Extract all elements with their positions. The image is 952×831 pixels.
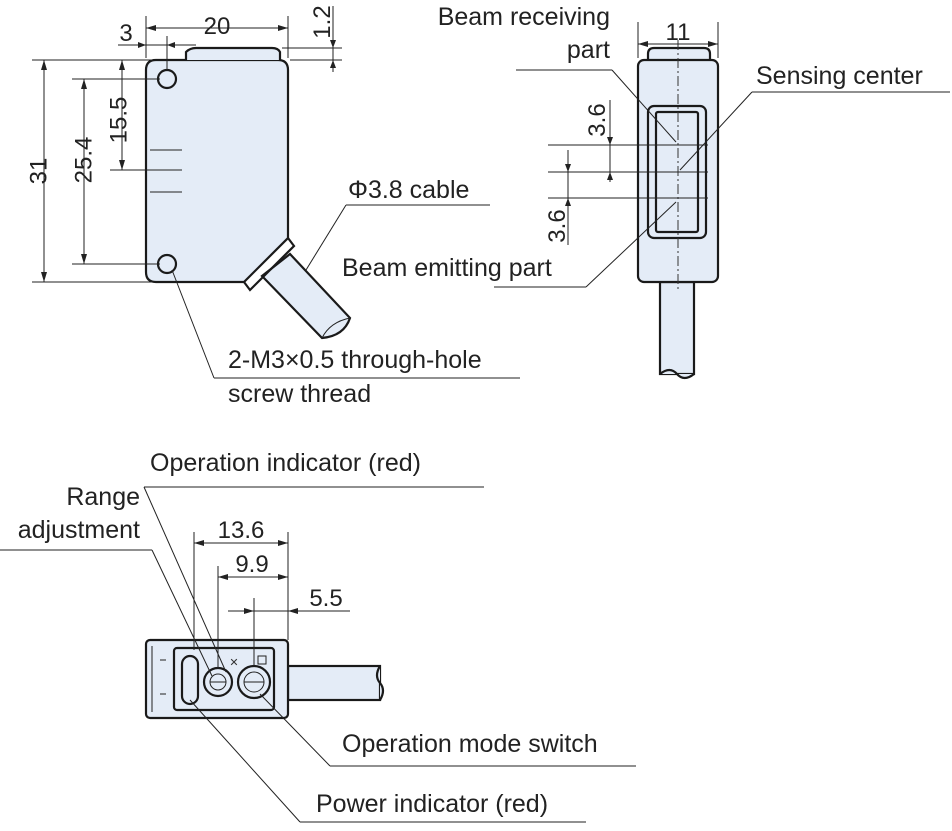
- dim-side-lower: 3.6: [544, 150, 571, 245]
- dim-front-offset: 3: [118, 20, 196, 70]
- callout-operation-indicator: Operation indicator (red): [143, 449, 484, 673]
- dim-label-3: 3: [119, 20, 132, 47]
- dim-label-5-5: 5.5: [309, 585, 342, 612]
- label-emitting: Beam emitting part: [342, 254, 552, 282]
- dim-label-3-6-upper: 3.6: [584, 103, 611, 136]
- dim-label-25-4: 25.4: [70, 137, 97, 184]
- label-operation-indicator: Operation indicator (red): [150, 449, 421, 477]
- label-range-line2: adjustment: [18, 516, 140, 544]
- dim-front-top-step: 1.2: [282, 5, 342, 72]
- label-range-line1: Range: [66, 483, 140, 511]
- dim-top-c: 5.5: [228, 585, 350, 666]
- top-cable: [286, 664, 385, 702]
- dim-label-15-5: 15.5: [105, 97, 132, 144]
- front-cable: [260, 252, 352, 340]
- dim-label-20: 20: [204, 13, 231, 40]
- cable-boot: [243, 237, 296, 292]
- label-receiving-line1: Beam receiving: [438, 3, 610, 31]
- front-top-bump: [184, 46, 282, 60]
- front-sensor-body: [144, 58, 290, 284]
- top-view: ✕ 13.6 9.9 5.5: [0, 449, 636, 823]
- dim-front-width: 20: [145, 13, 289, 58]
- dim-top-a: 13.6: [193, 517, 289, 650]
- callout-holes: 2-M3×0.5 through-hole screw thread: [171, 269, 520, 408]
- label-power-indicator: Power indicator (red): [316, 790, 548, 818]
- callout-receiving: Beam receiving part: [438, 3, 677, 143]
- label-holes-line2: screw thread: [228, 380, 371, 408]
- dim-label-1-2: 1.2: [309, 5, 336, 38]
- side-view: 11 3.6 3.6 Beam receiving part Sensing c: [342, 3, 950, 380]
- dim-front-height: 31: [25, 59, 152, 283]
- label-receiving-line2: part: [567, 36, 610, 64]
- dim-front-center: 15.5: [105, 60, 150, 171]
- dim-label-3-6-lower: 3.6: [544, 209, 571, 242]
- dim-label-11: 11: [666, 19, 691, 46]
- control-panel: [172, 646, 276, 712]
- front-view: 20 3 1.2 31: [25, 5, 520, 408]
- panel-mark-x: ✕: [229, 656, 238, 669]
- label-cable: Φ3.8 cable: [348, 176, 469, 204]
- callout-mode-switch: Operation mode switch: [259, 693, 636, 767]
- dim-label-9-9: 9.9: [235, 551, 268, 578]
- dim-label-31: 31: [25, 158, 52, 185]
- side-cable: [658, 280, 696, 380]
- callout-emitting: Beam emitting part: [342, 201, 677, 288]
- operation-indicator: [257, 655, 267, 665]
- dim-top-b: 9.9: [217, 551, 288, 668]
- label-holes-line1: 2-M3×0.5 through-hole: [228, 346, 482, 374]
- dim-front-hole-pitch: 25.4: [70, 78, 160, 265]
- power-indicator: [180, 654, 200, 706]
- callout-power-indicator: Power indicator (red): [189, 699, 586, 823]
- label-mode-switch: Operation mode switch: [342, 730, 598, 758]
- dim-side-width: 11: [637, 19, 719, 58]
- callout-cable: Φ3.8 cable: [305, 176, 490, 271]
- callout-sensing: Sensing center: [679, 62, 950, 171]
- callout-range: Range adjustment: [0, 483, 213, 677]
- dim-side-upper: 3.6: [584, 100, 613, 182]
- side-top-bump: [646, 46, 712, 62]
- label-sensing-center: Sensing center: [756, 62, 923, 90]
- dim-label-13-6: 13.6: [218, 517, 265, 544]
